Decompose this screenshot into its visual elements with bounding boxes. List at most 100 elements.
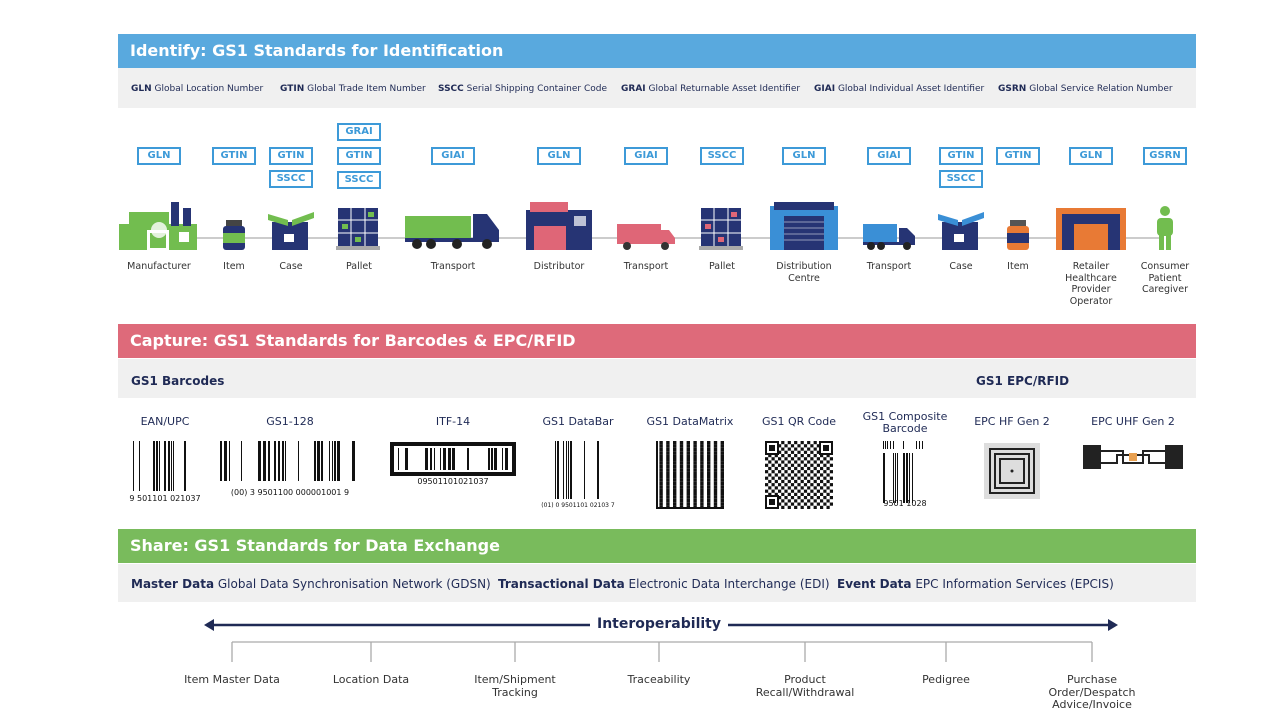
data-exchange-type: Event Data <box>837 577 912 591</box>
carrier-label: EAN/UPC <box>140 415 190 428</box>
pallet-icon <box>336 208 380 250</box>
abbreviation-gln: GLN Global Location Number <box>131 84 263 94</box>
benefit-label: Location Data <box>332 673 410 686</box>
identifier-tag-sscc: SSCC <box>700 147 744 165</box>
abbreviation-grai: GRAI Global Returnable Asset Identifier <box>621 84 800 94</box>
barcode-number: 09501101021037 <box>417 477 489 486</box>
epc-uhf-tag-icon <box>1083 445 1183 469</box>
benefit-label: Purchase Order/Despatch Advice/Invoice <box>1048 673 1136 711</box>
carrier-label: GS1 QR Code <box>762 415 836 428</box>
data-exchange-standard: Electronic Data Interchange (EDI) <box>628 577 830 591</box>
ean-upc-barcode <box>133 441 186 491</box>
abbreviation-name: Global Location Number <box>154 84 264 94</box>
step-label: Case <box>949 261 973 272</box>
gs1-epc-rfid-label: GS1 EPC/RFID <box>976 374 1070 388</box>
step-label: Pallet <box>346 261 372 272</box>
identifier-tag-giai: GIAI <box>867 147 911 165</box>
gs1-datamatrix-code <box>656 441 724 509</box>
step-label: Pallet <box>709 261 735 272</box>
identifier-tag-grai: GRAI <box>337 123 381 141</box>
step-label: Retailer Healthcare Provider Operator <box>1065 261 1117 307</box>
data-exchange-type: Master Data <box>131 577 215 591</box>
barcode-number: 9 501101 021037 <box>129 494 201 503</box>
epc-hf-tag-icon <box>984 443 1040 499</box>
gs1-barcodes-label: GS1 Barcodes <box>131 374 225 388</box>
step-label: Item <box>223 261 245 272</box>
abbreviation-name: Global Trade Item Number <box>307 84 426 94</box>
itf-14-barcode <box>390 442 516 476</box>
step-label: Manufacturer <box>127 261 191 272</box>
barcode-number: (01) 0 9501101 02103 7 <box>541 502 615 509</box>
identifier-tag-giai: GIAI <box>431 147 475 165</box>
abbreviation-code: GLN <box>131 84 152 94</box>
step-label: Distributor <box>533 261 585 272</box>
carrier-label: EPC HF Gen 2 <box>974 415 1050 428</box>
step-label: Item <box>1007 261 1029 272</box>
step-label: Transport <box>430 261 476 272</box>
abbreviation-name: Serial Shipping Container Code <box>466 84 607 94</box>
identifier-tag-gtin: GTIN <box>939 147 983 165</box>
benefit-label: Traceability <box>627 673 691 686</box>
identifier-tag-gtin: GTIN <box>212 147 256 165</box>
jar-icon <box>1007 220 1029 250</box>
benefit-label: Item/Shipment Tracking <box>474 673 556 699</box>
factory-icon <box>119 202 197 250</box>
capture-sub-bar <box>118 359 1196 398</box>
box-icon <box>938 212 984 250</box>
warehouse-icon <box>526 202 592 250</box>
abbreviation-code: GRAI <box>621 84 646 94</box>
building-icon <box>770 202 838 250</box>
abbreviation-gsrn: GSRN Global Service Relation Number <box>998 84 1173 94</box>
abbreviation-code: GSRN <box>998 84 1027 94</box>
carrier-label: GS1-128 <box>266 415 314 428</box>
truck-icon <box>405 214 499 249</box>
identify-header: Identify: GS1 Standards for Identificati… <box>118 34 1196 68</box>
capture-header: Capture: GS1 Standards for Barcodes & EP… <box>118 324 1196 358</box>
identifier-tag-gtin: GTIN <box>996 147 1040 165</box>
identifier-tag-gln: GLN <box>782 147 826 165</box>
step-label: Transport <box>866 261 912 272</box>
gs1-128-barcode <box>220 441 355 481</box>
data-exchange-item: Event Data EPC Information Services (EPC… <box>837 577 1114 591</box>
data-exchange-item: Transactional Data Electronic Data Inter… <box>498 577 830 591</box>
box-icon <box>268 212 314 250</box>
data-exchange-standard: EPC Information Services (EPCIS) <box>915 577 1114 591</box>
abbreviation-code: GTIN <box>280 84 305 94</box>
data-exchange-item: Master Data Global Data Synchronisation … <box>131 577 491 591</box>
gs1-qr-code <box>765 441 833 509</box>
abbreviation-code: SSCC <box>438 84 464 94</box>
van-icon <box>617 224 675 250</box>
interoperability-label: Interoperability <box>597 616 721 632</box>
carrier-label: EPC UHF Gen 2 <box>1091 415 1175 428</box>
abbreviation-code: GIAI <box>814 84 836 94</box>
pallet-icon <box>699 208 743 250</box>
identifier-tag-sscc: SSCC <box>269 170 313 188</box>
identifier-tag-gln: GLN <box>537 147 581 165</box>
identifier-tag-giai: GIAI <box>624 147 668 165</box>
identifier-tag-gtin: GTIN <box>269 147 313 165</box>
data-exchange-standard: Global Data Synchronisation Network (GDS… <box>217 577 491 591</box>
abbreviation-giai: GIAI Global Individual Asset Identifier <box>814 84 984 94</box>
barcode-number: (00) 3 9501100 000001001 9 <box>230 488 350 497</box>
benefit-label: Product Recall/Withdrawal <box>755 673 855 699</box>
identifier-tag-sscc: SSCC <box>939 170 983 188</box>
identifier-tag-sscc: SSCC <box>337 171 381 189</box>
identifier-tag-gln: GLN <box>1069 147 1113 165</box>
carrier-label: GS1 DataBar <box>542 415 614 428</box>
gs1-databar-barcode <box>555 441 599 499</box>
carrier-label: GS1 Composite Barcode <box>862 410 948 435</box>
identifier-tag-gsrn: GSRN <box>1143 147 1187 165</box>
store-icon <box>1056 208 1126 250</box>
person-icon <box>1157 206 1173 250</box>
abbreviation-sscc: SSCC Serial Shipping Container Code <box>438 84 607 94</box>
carrier-label: ITF-14 <box>435 415 471 428</box>
share-sub-bar <box>118 564 1196 602</box>
step-label: Distribution Centre <box>776 261 832 284</box>
data-exchange-type: Transactional Data <box>498 577 625 591</box>
identifier-tag-gln: GLN <box>137 147 181 165</box>
gs1-composite-barcode <box>883 441 923 503</box>
share-header: Share: GS1 Standards for Data Exchange <box>118 529 1196 563</box>
abbreviation-name: Global Service Relation Number <box>1029 84 1173 94</box>
carrier-label: GS1 DataMatrix <box>646 415 734 428</box>
